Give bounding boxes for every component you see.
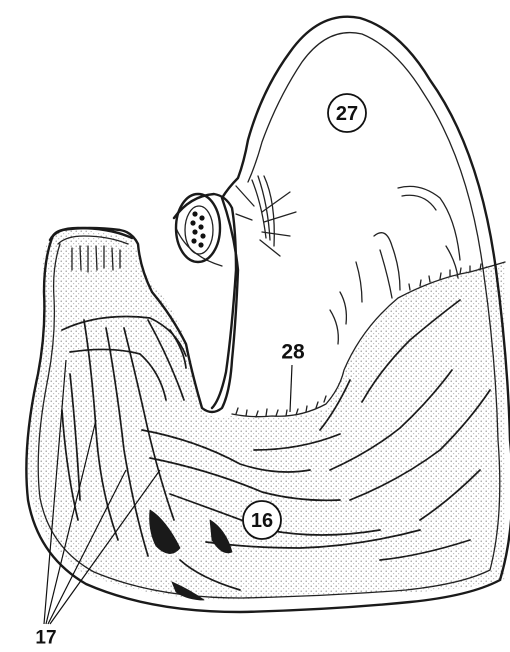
mucosa-stipple	[0, 200, 510, 652]
vessel-cross-section	[176, 194, 220, 262]
label-27: 27	[328, 94, 366, 132]
mucosa-region	[0, 200, 510, 652]
label-16: 16	[243, 501, 281, 539]
label-28-text: 28	[281, 341, 305, 364]
vessel-inner-ring	[185, 206, 213, 254]
label-27-text: 27	[336, 103, 358, 125]
junction-radiating-lines	[236, 176, 296, 256]
label-17-text: 17	[35, 628, 56, 649]
label-16-text: 16	[251, 510, 273, 532]
vessel-lumen-dots	[190, 211, 205, 247]
label-28: 28	[281, 341, 305, 413]
label-28-leader	[290, 365, 292, 412]
